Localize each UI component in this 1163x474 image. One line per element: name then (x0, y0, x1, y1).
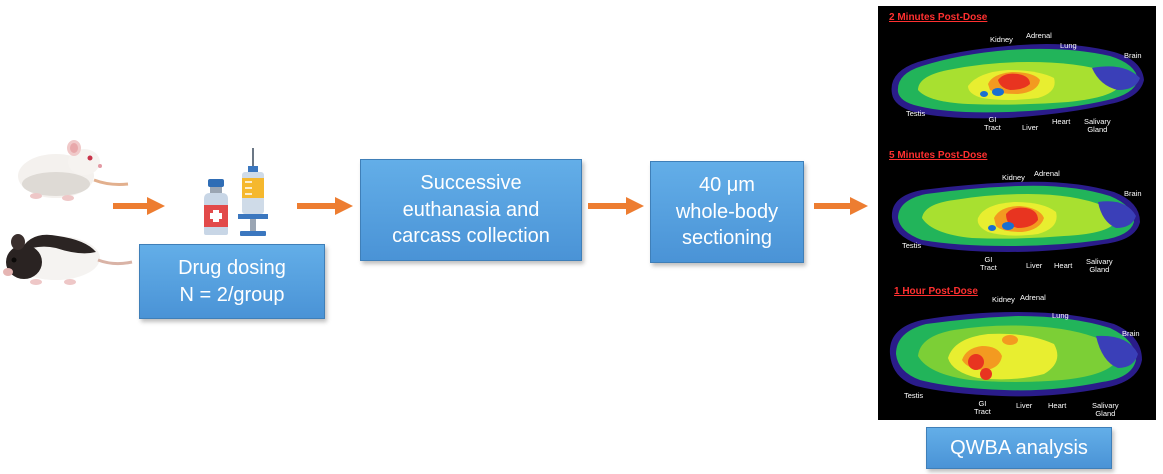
organ-label-salivary: Salivary Gland (1092, 402, 1119, 418)
organ-label-brain: Brain (1122, 329, 1140, 338)
organ-label-salivary-line-2: Gland (1095, 408, 1116, 418)
sectioning-line-2: whole-body (675, 200, 779, 223)
scan-title: 5 Minutes Post-Dose (889, 150, 988, 161)
organ-label-salivary-line-2: Gland (1089, 264, 1110, 274)
organ-label-kidney: Kidney (990, 35, 1013, 44)
qwba-autoradiogram-panel: 2 Minutes Post-Dose Kidney Adrenal Lung … (878, 6, 1156, 420)
scan-2-minutes-image (891, 44, 1144, 119)
organ-label-gi: GI Tract (980, 256, 997, 272)
organ-label-lung: Lung (1060, 41, 1077, 50)
organ-label-brain: Brain (1124, 189, 1142, 198)
organ-label-brain: Brain (1124, 51, 1142, 60)
organ-label-heart: Heart (1048, 401, 1067, 410)
organ-label-adrenal: Adrenal (1034, 169, 1060, 178)
organ-label-kidney: Kidney (1002, 173, 1025, 182)
euthanasia-box: Successive euthanasia and carcass collec… (360, 159, 582, 261)
white-rat-icon (18, 140, 129, 201)
scan-5-minutes: 5 Minutes Post-Dose Kidney Adrenal Brain… (878, 144, 1156, 282)
organ-label-gi-line-1: GI (984, 255, 993, 264)
arrow-2 (297, 197, 353, 215)
organ-label-testis: Testis (902, 241, 922, 250)
organ-label-kidney: Kidney (992, 295, 1015, 304)
syringe-icon (238, 148, 268, 236)
euthanasia-line-1: Successive (420, 172, 522, 195)
vial-icon (204, 179, 228, 235)
sectioning-line-1: 40 μm (698, 174, 755, 197)
drug-dosing-label: Drug dosing (178, 257, 286, 280)
scan-1-hour: 1 Hour Post-Dose Kidney Adrenal Lung Bra… (878, 282, 1156, 420)
organ-label-adrenal: Adrenal (1026, 31, 1052, 40)
organ-label-testis: Testis (904, 391, 924, 400)
organ-label-heart: Heart (1054, 261, 1073, 270)
qwba-analysis-label: QWBA analysis (950, 436, 1088, 459)
scan-5-minutes-image (891, 181, 1140, 252)
euthanasia-line-2: euthanasia and (402, 198, 540, 221)
arrow-4 (814, 197, 868, 215)
organ-label-adrenal: Adrenal (1020, 293, 1046, 302)
organ-label-salivary: Salivary Gland (1086, 258, 1113, 274)
organ-label-liver: Liver (1016, 401, 1033, 410)
organ-label-testis: Testis (906, 109, 926, 118)
organ-label-gi-line-1: GI (988, 115, 997, 124)
organ-label-gi-line-1: GI (978, 399, 987, 408)
arrow-3 (588, 197, 644, 215)
drug-dosing-box: Drug dosing N = 2/group (139, 244, 325, 319)
scan-1-hour-image (889, 312, 1142, 397)
organ-label-lung: Lung (1052, 311, 1069, 320)
organ-label-gi: GI Tract (974, 400, 991, 416)
organ-label-gi-line-2: Tract (974, 406, 991, 416)
scan-title: 1 Hour Post-Dose (894, 286, 978, 297)
organ-label-salivary: Salivary Gland (1084, 118, 1111, 134)
organ-label-gi: GI Tract (984, 116, 1001, 132)
organ-label-liver: Liver (1026, 261, 1043, 270)
sectioning-box: 40 μm whole-body sectioning (650, 161, 804, 263)
scan-title: 2 Minutes Post-Dose (889, 12, 988, 23)
organ-label-salivary-line-1: Salivary (1086, 257, 1113, 266)
hooded-rat-icon (3, 234, 133, 285)
scan-2-minutes: 2 Minutes Post-Dose Kidney Adrenal Lung … (878, 6, 1156, 144)
group-size-label: N = 2/group (179, 283, 285, 306)
organ-label-liver: Liver (1022, 123, 1039, 132)
sectioning-line-3: sectioning (681, 227, 773, 250)
organ-label-salivary-line-2: Gland (1087, 124, 1108, 134)
qwba-analysis-box: QWBA analysis (926, 427, 1112, 469)
organ-label-salivary-line-1: Salivary (1092, 401, 1119, 410)
organ-label-salivary-line-1: Salivary (1084, 117, 1111, 126)
organ-label-gi-line-2: Tract (984, 122, 1001, 132)
euthanasia-line-3: carcass collection (392, 225, 550, 248)
organ-label-heart: Heart (1052, 117, 1071, 126)
arrow-1 (113, 197, 165, 215)
organ-label-gi-line-2: Tract (980, 262, 997, 272)
